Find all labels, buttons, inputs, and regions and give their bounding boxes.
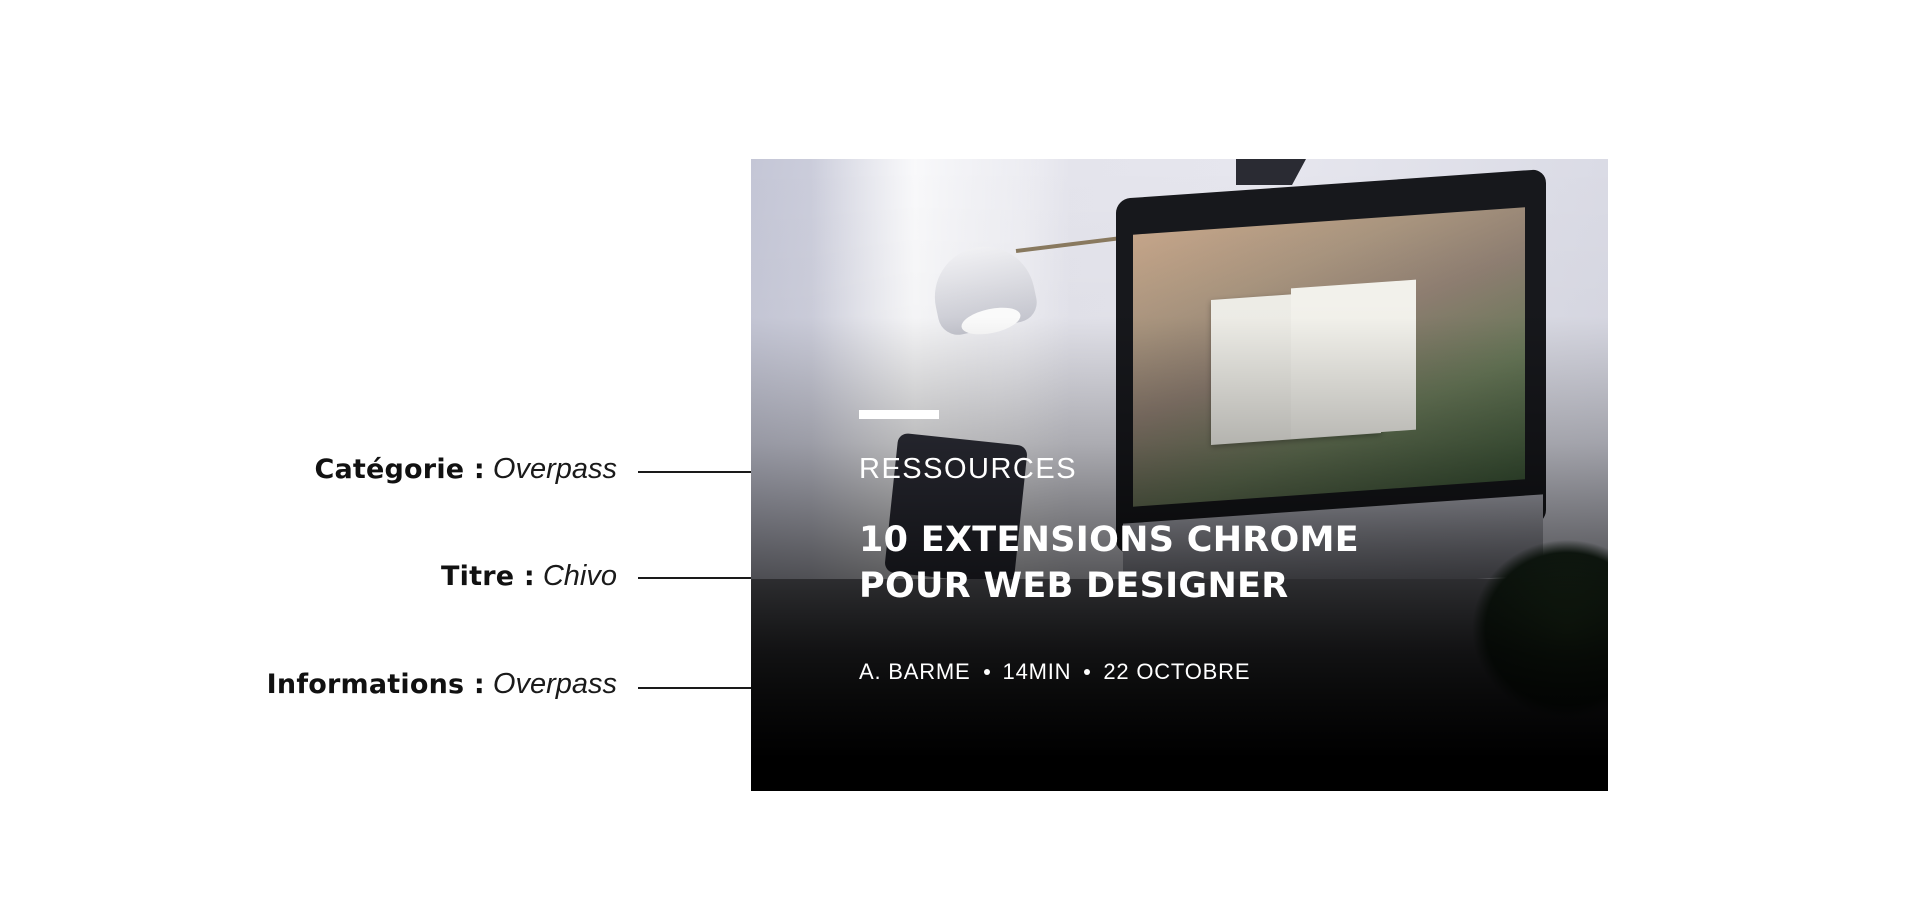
card-title-line-2: POUR WEB DESIGNER — [859, 566, 1289, 606]
annotation-title-label: Titre : — [441, 561, 535, 592]
annotation-category: Catégorie : Overpass — [314, 455, 617, 484]
separator-dot-icon — [983, 669, 990, 675]
leader-line-title — [638, 577, 834, 579]
annotation-category-font: Overpass — [492, 453, 617, 485]
annotation-informations-label: Informations : — [266, 669, 485, 700]
accent-bar — [859, 410, 939, 419]
card-content: RESSOURCES 10 EXTENSIONS CHROME POUR WEB… — [859, 410, 1419, 685]
annotation-title-font: Chivo — [542, 560, 617, 592]
card-gradient-overlay — [751, 159, 1608, 791]
card-meta: A. BARME 14MIN 22 OCTOBRE — [859, 659, 1419, 685]
card-date: 22 OCTOBRE — [1103, 659, 1251, 684]
annotation-category-label: Catégorie : — [314, 454, 485, 485]
annotation-informations: Informations : Overpass — [267, 670, 617, 699]
card-author[interactable]: A. BARME — [859, 659, 971, 684]
separator-dot-icon — [1084, 669, 1091, 675]
card-read-time: 14MIN — [1002, 659, 1072, 684]
annotation-informations-font: Overpass — [492, 668, 617, 700]
leader-line-informations — [638, 687, 834, 689]
card-title[interactable]: 10 EXTENSIONS CHROME POUR WEB DESIGNER — [859, 517, 1419, 609]
card-title-line-1: 10 EXTENSIONS CHROME — [859, 520, 1359, 560]
leader-line-category — [638, 471, 834, 473]
article-card[interactable]: RESSOURCES 10 EXTENSIONS CHROME POUR WEB… — [751, 159, 1608, 791]
annotation-title: Titre : Chivo — [441, 562, 617, 591]
card-category[interactable]: RESSOURCES — [859, 453, 1078, 485]
